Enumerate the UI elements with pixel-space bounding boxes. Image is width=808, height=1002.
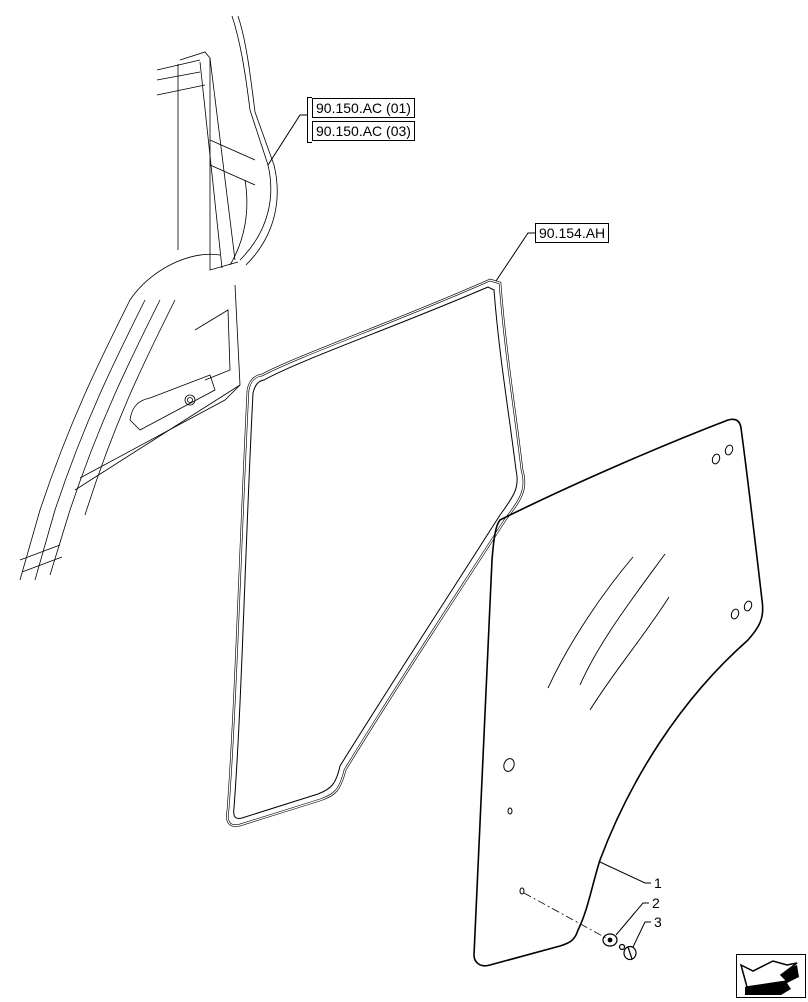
alignment-line xyxy=(523,892,607,939)
arrow-glyph-icon xyxy=(739,960,799,995)
ref-bracket xyxy=(307,97,312,143)
washer-part xyxy=(602,933,618,947)
door-glass-panel xyxy=(473,418,764,967)
callout-2: 2 xyxy=(652,895,660,911)
screw-part xyxy=(618,943,637,961)
door-seal xyxy=(226,278,526,827)
ref-link-90-154-ah[interactable]: 90.154.AH xyxy=(535,223,610,243)
callout-3: 3 xyxy=(654,914,662,930)
ref-link-90-150-ac-03[interactable]: 90.150.AC (03) xyxy=(312,121,415,141)
callout-1: 1 xyxy=(654,875,662,891)
previous-page-arrow-icon[interactable] xyxy=(736,954,806,998)
ref-link-90-150-ac-01[interactable]: 90.150.AC (01) xyxy=(312,98,415,118)
cab-frame xyxy=(19,15,278,581)
callout-leaders xyxy=(599,861,651,948)
leader-line-frame xyxy=(267,114,308,166)
leader-line-seal xyxy=(495,232,536,282)
